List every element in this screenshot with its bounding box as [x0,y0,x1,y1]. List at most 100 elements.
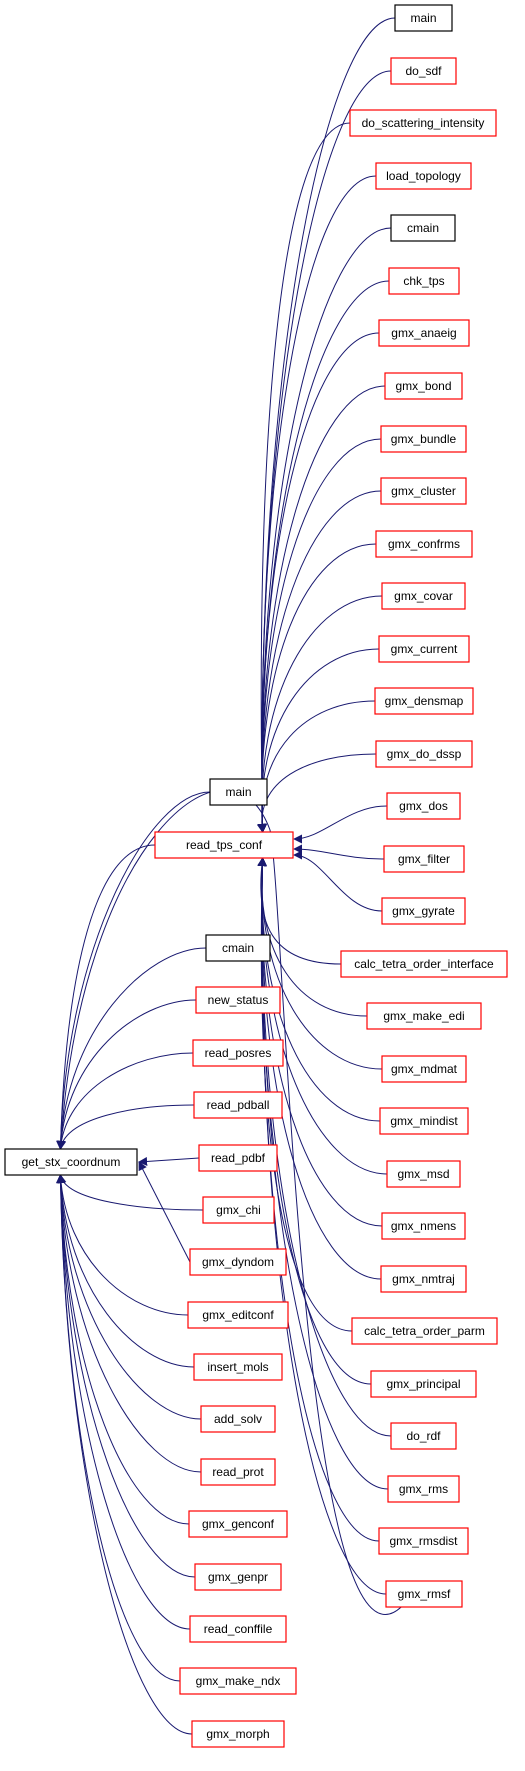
node-gmx-bond[interactable]: gmx_bond [384,372,463,400]
node-read-posres[interactable]: read_posres [192,1039,284,1067]
node-cmain-mid[interactable]: cmain [205,934,271,962]
node-gmx-gyrate[interactable]: gmx_gyrate [381,897,466,925]
edge-read_prot-to-get_stx_coordnum [56,1174,202,1473]
node-do-rdf[interactable]: do_rdf [390,1422,457,1450]
node-box [189,1248,287,1276]
node-label: gmx_dos [399,799,448,813]
node-label: gmx_confrms [388,537,460,551]
node-gmx-genpr[interactable]: gmx_genpr [194,1563,282,1591]
node-gmx-current[interactable]: gmx_current [378,635,470,663]
node-box [378,635,470,663]
node-load-topology[interactable]: load_topology [375,162,472,190]
node-calc-tetra-order-parm[interactable]: calc_tetra_order_parm [351,1317,498,1345]
node-gmx-chi[interactable]: gmx_chi [202,1196,275,1224]
node-read-tps-conf[interactable]: read_tps_conf [154,831,294,859]
node-label: gmx_nmens [391,1219,456,1233]
node-label: gmx_cluster [391,484,456,498]
node-read-pdball[interactable]: read_pdball [193,1091,283,1119]
node-gmx-msd[interactable]: gmx_msd [386,1160,461,1188]
node-gmx-nmens[interactable]: gmx_nmens [381,1212,466,1240]
edge-load_topology-to-read_tps_conf [257,175,377,833]
node-gmx-filter[interactable]: gmx_filter [383,845,465,873]
node-new-status[interactable]: new_status [195,986,281,1014]
node-gmx-bundle[interactable]: gmx_bundle [380,425,467,453]
edge-gmx_do_dssp-to-read_tps_conf [256,753,377,833]
node-box [200,1405,276,1433]
node-read-pdbf[interactable]: read_pdbf [198,1144,278,1172]
node-box [383,845,465,873]
node-do-sdf[interactable]: do_sdf [390,57,457,85]
node-box [200,1458,276,1486]
node-box [205,934,271,962]
node-label: gmx_genpr [208,1570,268,1584]
node-gmx-rms[interactable]: gmx_rms [387,1475,460,1503]
node-gmx-covar[interactable]: gmx_covar [381,582,466,610]
node-cmain-right[interactable]: cmain [390,214,456,242]
node-box [4,1148,138,1176]
edge-read_pdbf-to-get_stx_coordnum [138,1156,200,1166]
node-box [179,1667,297,1695]
node-label: gmx_do_dssp [387,747,462,761]
node-gmx-make-edi[interactable]: gmx_make_edi [366,1002,482,1030]
node-box [198,1144,278,1172]
node-gmx-genconf[interactable]: gmx_genconf [188,1510,288,1538]
node-box [378,319,470,347]
node-gmx-dyndom[interactable]: gmx_dyndom [189,1248,287,1276]
edge-gmx_rmsf-to-read_tps_conf [257,857,387,1595]
node-gmx-editconf[interactable]: gmx_editconf [187,1301,289,1329]
node-box [189,1615,287,1643]
node-add-solv[interactable]: add_solv [200,1405,276,1433]
node-gmx-principal[interactable]: gmx_principal [370,1370,477,1398]
node-gmx-mdmat[interactable]: gmx_mdmat [381,1055,467,1083]
node-box [195,986,281,1014]
node-do-scattering-intensity[interactable]: do_scattering_intensity [349,109,497,137]
edge-cmain_mid-to-get_stx_coordnum [56,947,207,1150]
node-gmx-nmtraj[interactable]: gmx_nmtraj [380,1265,467,1293]
node-box [340,950,508,978]
node-label: read_pdball [207,1098,270,1112]
node-box [385,1580,463,1608]
node-label: gmx_genconf [202,1517,275,1531]
node-box [366,1002,482,1030]
edge-gmx_gyrate-to-read_tps_conf [293,850,383,912]
edge-add_solv-to-get_stx_coordnum [56,1174,202,1420]
node-label: gmx_bundle [391,432,457,446]
node-gmx-confrms[interactable]: gmx_confrms [375,530,473,558]
node-read-prot[interactable]: read_prot [200,1458,276,1486]
node-insert-mols[interactable]: insert_mols [193,1353,283,1381]
node-label: read_conffile [204,1622,273,1636]
node-label: get_stx_coordnum [22,1155,121,1169]
node-gmx-mindist[interactable]: gmx_mindist [379,1107,469,1135]
edge-gmx_chi-to-get_stx_coordnum [57,1174,204,1211]
node-gmx-anaeig[interactable]: gmx_anaeig [378,319,470,347]
node-box [380,425,467,453]
edge-gmx_bundle-to-read_tps_conf [257,438,382,833]
node-gmx-do-dssp[interactable]: gmx_do_dssp [375,740,473,768]
node-gmx-rmsf[interactable]: gmx_rmsf [385,1580,463,1608]
node-read-conffile[interactable]: read_conffile [189,1615,287,1643]
edge-gmx_dyndom-to-get_stx_coordnum [138,1161,191,1263]
node-main-mid[interactable]: main [209,778,268,806]
node-label: gmx_bond [395,379,451,393]
node-gmx-rmsdist[interactable]: gmx_rmsdist [378,1527,469,1555]
node-label: gmx_make_edi [383,1009,464,1023]
node-main-right[interactable]: main [394,4,453,32]
node-label: gmx_current [391,642,458,656]
node-box [387,1475,460,1503]
node-gmx-cluster[interactable]: gmx_cluster [380,477,467,505]
node-box [390,1422,457,1450]
node-gmx-densmap[interactable]: gmx_densmap [374,687,474,715]
edge-insert_mols-to-get_stx_coordnum [56,1174,195,1368]
node-gmx-morph[interactable]: gmx_morph [191,1720,285,1748]
node-label: do_scattering_intensity [362,116,485,130]
node-label: gmx_rmsf [398,1587,451,1601]
node-label: read_tps_conf [186,838,263,852]
node-gmx-dos[interactable]: gmx_dos [386,792,461,820]
node-label: insert_mols [207,1360,268,1374]
node-box [388,267,460,295]
node-chk-tps[interactable]: chk_tps [388,267,460,295]
node-gmx-make-ndx[interactable]: gmx_make_ndx [179,1667,297,1695]
node-calc-tetra-order-interface[interactable]: calc_tetra_order_interface [340,950,508,978]
node-label: gmx_mdmat [391,1062,458,1076]
node-label: main [225,785,251,799]
